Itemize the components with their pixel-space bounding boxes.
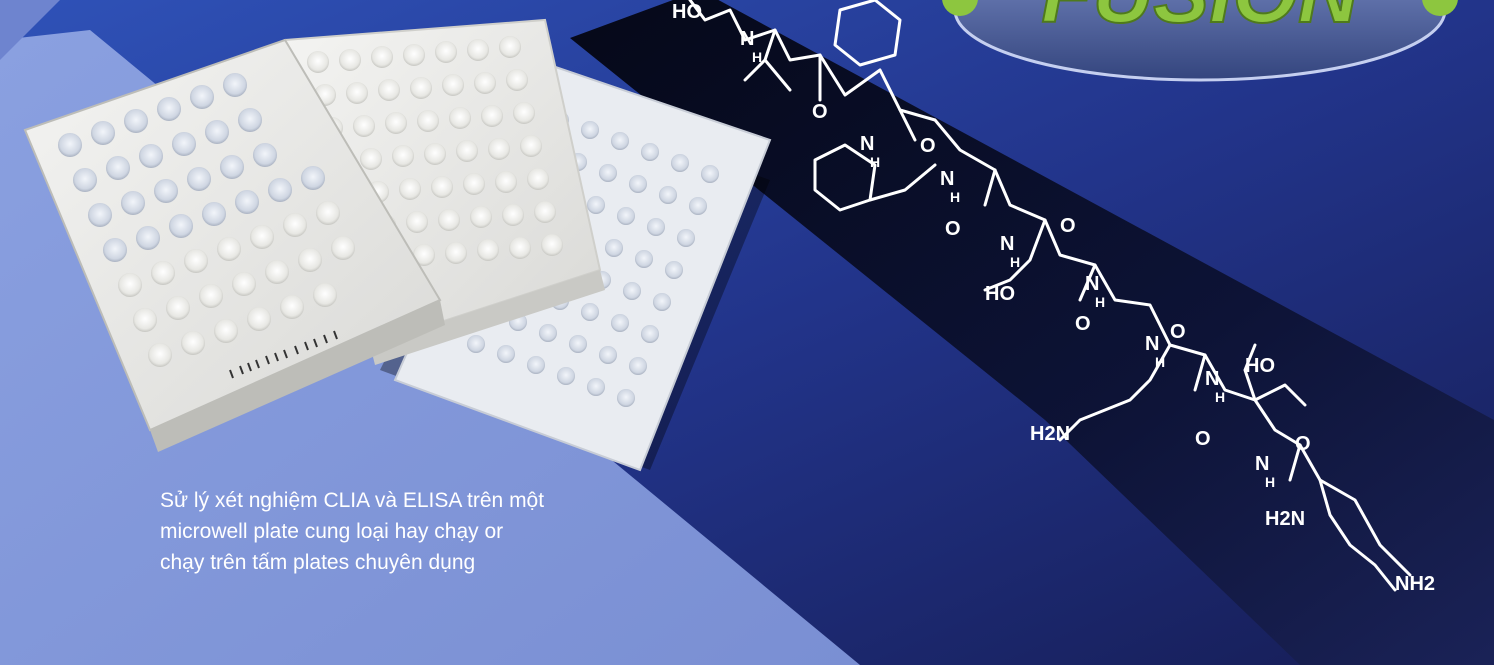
fusion-logo: [942, 0, 1458, 82]
svg-text:HO: HO: [672, 1, 702, 23]
strip-plate-wells: [58, 73, 355, 367]
svg-text:H: H: [1265, 474, 1275, 490]
svg-text:N: N: [1000, 233, 1014, 255]
svg-text:O: O: [1075, 313, 1091, 335]
svg-text:N: N: [940, 168, 954, 190]
svg-text:H: H: [1155, 354, 1165, 370]
molecule-structure: [688, 0, 1412, 592]
svg-text:O: O: [920, 135, 936, 157]
svg-text:N: N: [740, 28, 754, 50]
caption: Sử lý xét nghiệm CLIA và ELISA trên một …: [160, 485, 760, 578]
svg-text:N: N: [1255, 453, 1269, 475]
logo-text: FUSION: [1041, 0, 1361, 40]
svg-text:O: O: [945, 218, 961, 240]
svg-text:H2N: H2N: [1265, 508, 1305, 530]
svg-text:H: H: [950, 189, 960, 205]
svg-text:H2N: H2N: [1030, 423, 1070, 445]
svg-text:N: N: [1205, 368, 1219, 390]
svg-text:H: H: [1095, 294, 1105, 310]
molecule-panel: [570, 0, 1494, 665]
caption-line-3: chạy trên tấm plates chuyên dụng: [160, 551, 476, 574]
molecule-atom-labels: HO NH O NH O NH O NH O HO NH O NH O NH H…: [672, 1, 1435, 595]
svg-text:H: H: [1010, 254, 1020, 270]
svg-text:H: H: [1215, 389, 1225, 405]
svg-text:O: O: [1195, 428, 1211, 450]
svg-text:O: O: [1170, 321, 1186, 343]
svg-text:O: O: [1295, 433, 1311, 455]
caption-line-1: Sử lý xét nghiệm CLIA và ELISA trên một: [160, 489, 545, 512]
microwell-plates-photo: [23, 18, 772, 472]
svg-text:N: N: [860, 133, 874, 155]
svg-text:NH2: NH2: [1395, 573, 1435, 595]
svg-text:N: N: [1085, 273, 1099, 295]
barcode: [229, 330, 338, 379]
caption-line-2: microwell plate cung loại hay chạy or: [160, 520, 504, 543]
svg-text:O: O: [812, 101, 828, 123]
svg-text:N: N: [1145, 333, 1159, 355]
svg-text:H: H: [752, 49, 762, 65]
svg-text:H: H: [870, 154, 880, 170]
svg-text:HO: HO: [985, 283, 1015, 305]
svg-text:O: O: [1060, 215, 1076, 237]
svg-text:HO: HO: [1245, 355, 1275, 377]
